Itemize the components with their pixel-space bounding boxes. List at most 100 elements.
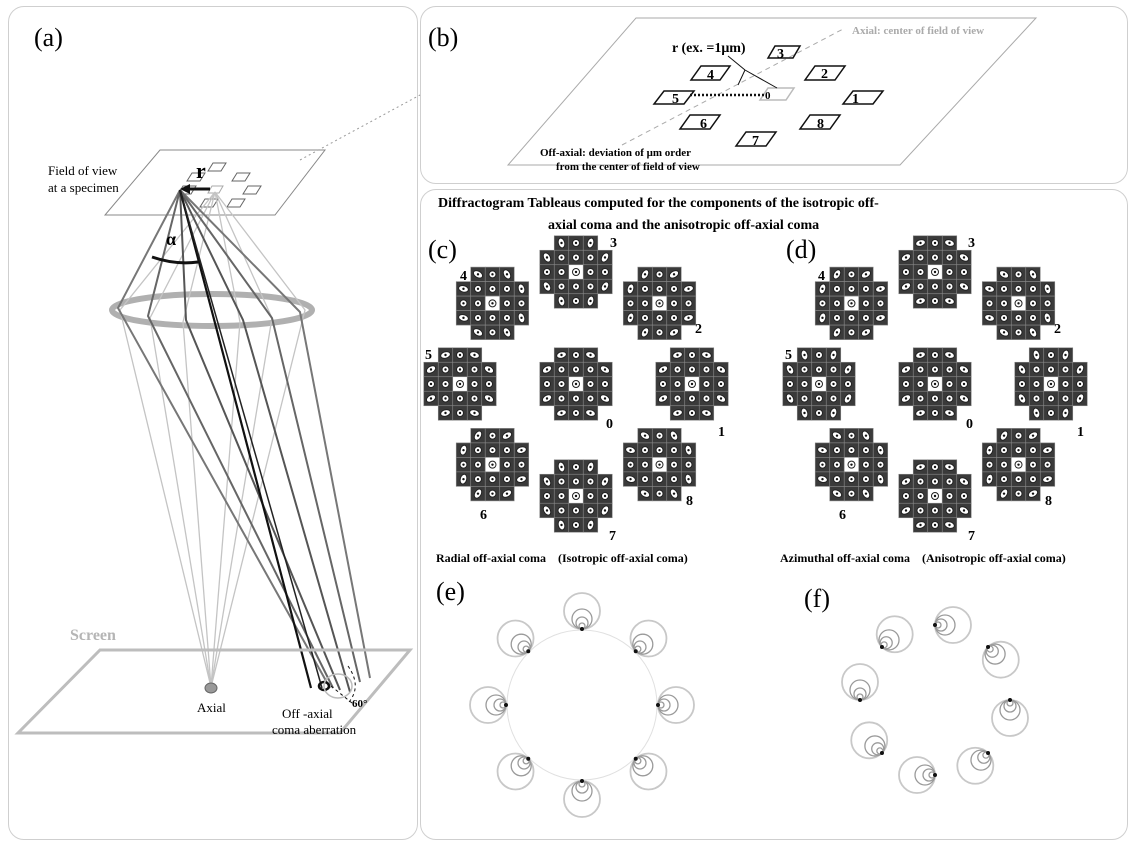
- num-c-3: 3: [610, 236, 617, 251]
- screen-label: Screen: [70, 627, 116, 644]
- coma-e-4: [563, 779, 601, 818]
- tableau-d: [782, 235, 1088, 533]
- num-d-1: 1: [1077, 425, 1084, 440]
- offaxial-label-2: coma aberration: [272, 722, 357, 737]
- tabC-tile-4: [455, 266, 530, 340]
- r-label: r: [196, 158, 206, 183]
- coma-e-7: [496, 619, 535, 658]
- tabD-tile-0: [898, 347, 972, 421]
- num-c-7: 7: [609, 529, 616, 544]
- tableau-title-2: axial coma and the anisotropic off-axial…: [548, 218, 819, 233]
- alpha-label: α: [166, 229, 176, 249]
- num-b-8: 8: [817, 117, 824, 132]
- tabC-tile-5: [423, 347, 497, 421]
- coma-f-3: [956, 746, 995, 785]
- coma-f-4: [898, 756, 937, 794]
- num-b-7: 7: [752, 134, 759, 149]
- angle-label: 60°: [352, 698, 367, 710]
- field-numbers-b: 0 1 2 3 4 5 6 7 8: [672, 47, 859, 149]
- coma-e-3: [629, 752, 668, 791]
- num-b-2: 2: [821, 67, 828, 82]
- num-c-1: 1: [718, 425, 725, 440]
- lens-ellipse: [109, 291, 315, 329]
- coma-e-0: [563, 592, 601, 631]
- panel-a-label: (a): [34, 23, 63, 52]
- caption-d: Azimuthal off-axial coma (Anisotropic of…: [780, 551, 1066, 565]
- tabC-tile-8: [622, 428, 697, 502]
- fov-label-1: Field of view: [48, 163, 118, 178]
- tabD-tile-5: [782, 347, 856, 421]
- tabD-tile-7: [898, 459, 972, 533]
- tabD-tile-3: [898, 235, 972, 309]
- axial-dot: [204, 682, 218, 694]
- offaxial-note-2: from the center of field of view: [556, 161, 700, 173]
- num-d-7: 7: [968, 529, 975, 544]
- tabC-tile-2: [622, 266, 697, 340]
- panel-c-label: (c): [428, 235, 457, 264]
- offaxial-label-1: Off -axial: [282, 706, 333, 721]
- tabD-tile-6: [814, 428, 889, 502]
- tabD-tile-1: [1014, 347, 1088, 421]
- tabC-tile-6: [455, 428, 530, 502]
- coma-f-0: [933, 606, 972, 644]
- num-b-5: 5: [672, 92, 679, 107]
- coma-e-5: [496, 752, 535, 791]
- panel-d-label: (d): [786, 235, 816, 264]
- panel-b: [420, 6, 1128, 184]
- num-d-8: 8: [1045, 494, 1052, 509]
- panel-e-label: (e): [436, 577, 465, 606]
- tabC-tile-7: [539, 459, 613, 533]
- dashed-diagonal: [621, 27, 846, 146]
- tableau-c-numbers: 0 1 2 3 4 5 6 7 8: [425, 236, 725, 544]
- coma-e-2: [656, 686, 695, 724]
- coma-f-2: [991, 698, 1029, 737]
- axial-note: Axial: center of field of view: [852, 25, 984, 37]
- coma-f-5: [850, 721, 889, 760]
- tabD-tile-2: [981, 266, 1056, 340]
- num-d-6: 6: [839, 508, 846, 523]
- alpha-arc: [151, 255, 199, 265]
- coma-f-6: [841, 663, 879, 702]
- num-d-3: 3: [968, 236, 975, 251]
- num-d-4: 4: [818, 269, 825, 284]
- offaxial-note-1: Off-axial: deviation of μm order: [540, 147, 691, 159]
- specimen-plane: [103, 149, 327, 216]
- coma-e-6: [469, 686, 508, 724]
- fov-plane-b: [506, 17, 1038, 166]
- num-c-5: 5: [425, 348, 432, 363]
- coma-patterns-f: [841, 606, 1029, 794]
- num-c-6: 6: [480, 508, 487, 523]
- num-d-5: 5: [785, 348, 792, 363]
- tabD-tile-4: [814, 266, 889, 340]
- num-b-4: 4: [707, 68, 714, 83]
- tableau-title-1: Diffractogram Tableaus computed for the …: [438, 196, 879, 211]
- tabC-tile-3: [539, 235, 613, 309]
- panel-f-label: (f): [804, 584, 830, 613]
- coma-f-7: [875, 615, 914, 654]
- num-b-0: 0: [765, 90, 771, 102]
- tabC-tile-0: [539, 347, 613, 421]
- num-c-0: 0: [606, 417, 613, 432]
- offaxial-rays: [116, 189, 371, 693]
- num-b-3: 3: [777, 47, 784, 62]
- tabD-tile-8: [981, 428, 1056, 502]
- coma-patterns-e: [469, 592, 695, 818]
- coma-e-1: [629, 619, 668, 658]
- zoom-line: [299, 94, 421, 161]
- fov-label-2: at a specimen: [48, 180, 119, 195]
- tableau-d-numbers: 0 1 2 3 4 5 6 7 8: [785, 236, 1084, 544]
- num-c-2: 2: [695, 322, 702, 337]
- panel-b-label: (b): [428, 23, 458, 52]
- num-c-8: 8: [686, 494, 693, 509]
- coma-f-1: [981, 640, 1020, 679]
- num-b-6: 6: [700, 117, 707, 132]
- num-d-0: 0: [966, 417, 973, 432]
- caption-c: Radial off-axial coma (Isotropic off-axi…: [436, 551, 688, 565]
- screen-plane: [14, 648, 414, 735]
- num-c-4: 4: [460, 269, 467, 284]
- axial-label: Axial: [197, 700, 226, 715]
- num-d-2: 2: [1054, 322, 1061, 337]
- num-b-1: 1: [852, 92, 859, 107]
- optics-ray-diagram: [14, 94, 421, 735]
